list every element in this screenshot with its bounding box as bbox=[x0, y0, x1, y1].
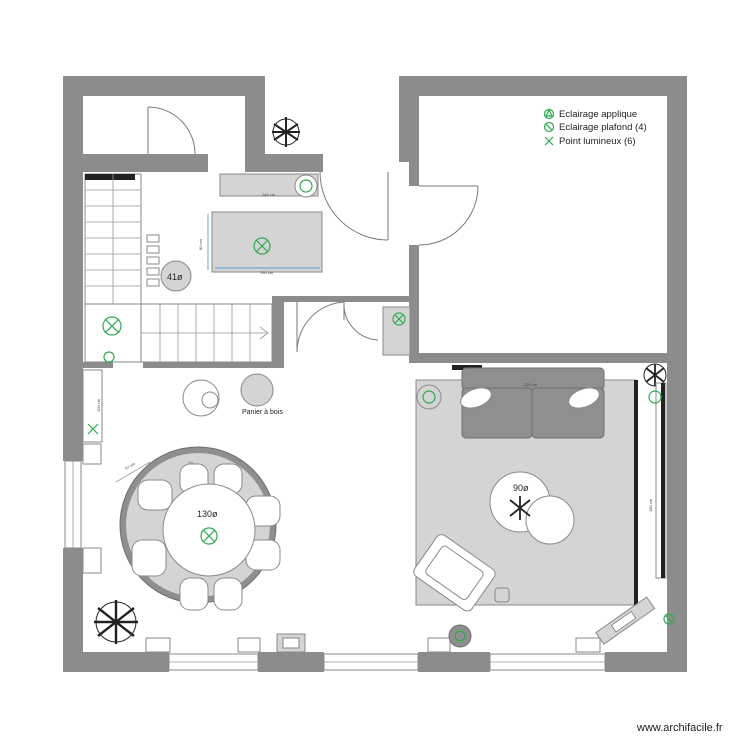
legend-item-wall-light: Eclairage applique bbox=[559, 109, 637, 120]
legend-item-ceiling-light: Eclairage plafond (4) bbox=[559, 122, 647, 133]
legend: Eclairage applique Eclairage plafond (4)… bbox=[543, 108, 647, 147]
coffee-table-label: 90ø bbox=[513, 483, 529, 493]
plant-icon bbox=[643, 363, 667, 387]
dining-table-label: 130ø bbox=[197, 509, 218, 519]
dim-rug-a: 97 cm bbox=[124, 461, 137, 471]
dim-left-cabinet: 100 cm bbox=[96, 398, 101, 412]
wall-light-icon bbox=[454, 630, 466, 642]
dining-area: 100 cm Panier à bois 97 cm 33 cm 130ø bbox=[82, 369, 306, 653]
dim-console: 140 cm bbox=[262, 192, 276, 197]
staircase bbox=[84, 173, 273, 363]
wall-light-icon bbox=[648, 390, 662, 404]
ceiling-light-icon bbox=[392, 312, 406, 326]
ceiling-light-icon bbox=[543, 121, 555, 133]
dim-right-shelf: 180 cm bbox=[648, 498, 653, 512]
wall-light-icon bbox=[543, 108, 555, 120]
light-point-icon bbox=[102, 316, 122, 363]
dim-sofa: 220 cm bbox=[524, 382, 538, 387]
watermark: www.archifacile.fr bbox=[636, 722, 723, 734]
plant-icon bbox=[272, 117, 300, 147]
wall-light-icon bbox=[422, 390, 436, 404]
hall-furniture: 140 cm 190 cm 80 cm 41ø bbox=[102, 173, 411, 363]
light-point-icon bbox=[663, 613, 675, 625]
legend-item-light-point: Point lumineux (6) bbox=[559, 136, 636, 147]
plant-icon bbox=[94, 600, 138, 644]
wall-light-icon bbox=[299, 179, 313, 193]
ceiling-light-icon bbox=[200, 527, 218, 545]
windows bbox=[64, 443, 606, 671]
light-point-icon bbox=[87, 423, 99, 435]
walls bbox=[63, 76, 687, 672]
dim-table-width: 190 cm bbox=[260, 270, 274, 275]
light-point-icon bbox=[544, 136, 554, 146]
living-area: 220 cm 90ø 180 cm bbox=[413, 365, 675, 648]
door-swings bbox=[147, 106, 479, 353]
small-table-label: 41ø bbox=[167, 272, 183, 282]
dim-table-height: 80 cm bbox=[198, 238, 203, 250]
basket-label: Panier à bois bbox=[242, 409, 283, 416]
ceiling-light-icon bbox=[253, 237, 271, 255]
